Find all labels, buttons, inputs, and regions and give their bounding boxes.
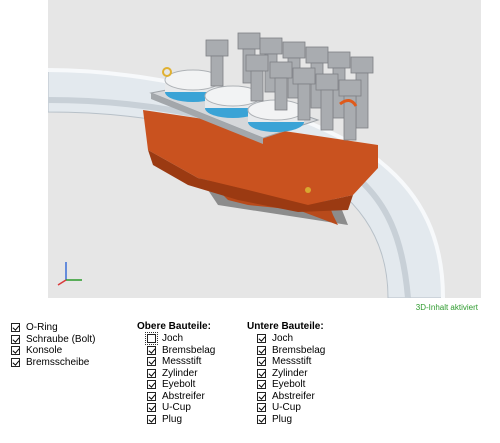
- lower-checkbox[interactable]: [257, 334, 266, 344]
- upper-row[interactable]: Plug: [147, 414, 215, 426]
- upper-checkbox[interactable]: [147, 391, 156, 401]
- upper-checkbox[interactable]: [147, 357, 156, 367]
- main-label: O-Ring: [26, 322, 58, 334]
- brake-model-render: [48, 32, 445, 298]
- upper-row[interactable]: Bremsbelag: [147, 345, 215, 357]
- upper-row[interactable]: U-Cup: [147, 402, 215, 414]
- lower-checkbox[interactable]: [257, 345, 266, 355]
- upper-checkbox[interactable]: [147, 368, 156, 378]
- lower-checkbox[interactable]: [257, 391, 266, 401]
- status-3d-active: 3D-Inhalt aktiviert: [415, 303, 478, 312]
- cylinder-2: [204, 85, 262, 118]
- lower-checkbox[interactable]: [257, 403, 266, 413]
- lower-checkbox[interactable]: [257, 357, 266, 367]
- lower-checkbox[interactable]: [257, 368, 266, 378]
- main-label: Schraube (Bolt): [26, 333, 96, 345]
- upper-label: Abstreifer: [162, 390, 205, 402]
- eyebolt: [339, 99, 358, 107]
- upper-label: U-Cup: [162, 402, 191, 414]
- lower-row[interactable]: Zylinder: [257, 368, 325, 380]
- main-row[interactable]: Konsole: [11, 345, 95, 357]
- lower-row[interactable]: Abstreifer: [257, 391, 325, 403]
- main-row[interactable]: Schraube (Bolt): [11, 334, 95, 346]
- lower-label: Plug: [272, 413, 293, 425]
- upper-label: Eyebolt: [162, 379, 196, 391]
- main-checkbox[interactable]: [11, 323, 20, 333]
- upper-row[interactable]: Zylinder: [147, 368, 215, 380]
- upper-checkbox[interactable]: [147, 403, 156, 413]
- console: [143, 110, 378, 205]
- cylinder-1: [164, 69, 222, 102]
- main-checkbox[interactable]: [11, 357, 20, 367]
- axis-triad: [57, 262, 82, 286]
- upper-row[interactable]: Joch: [145, 332, 215, 346]
- lower-label: Abstreifer: [272, 390, 315, 402]
- upper-row[interactable]: Messstift: [147, 356, 215, 368]
- main-checkbox[interactable]: [11, 346, 20, 356]
- lower-row[interactable]: Joch: [257, 333, 325, 345]
- lower-row[interactable]: U-Cup: [257, 402, 325, 414]
- upper-row[interactable]: Eyebolt: [147, 379, 215, 391]
- upper-checkbox[interactable]: [147, 380, 156, 390]
- upper-label: Bremsbelag: [162, 344, 216, 356]
- lower-label: Eyebolt: [272, 379, 306, 391]
- upper-parts-title: Obere Bauteile:: [137, 321, 211, 332]
- lower-label: Messstift: [272, 356, 312, 368]
- lower-label: Bremsbelag: [272, 344, 326, 356]
- eyebolt: [162, 67, 172, 77]
- upper-label: Messstift: [162, 356, 202, 368]
- upper-checkbox[interactable]: [145, 332, 158, 346]
- upper-checkbox[interactable]: [147, 345, 156, 355]
- main-row[interactable]: O-Ring: [11, 322, 95, 334]
- 3d-viewport[interactable]: [48, 0, 481, 298]
- lower-label: U-Cup: [272, 402, 301, 414]
- lower-checkbox[interactable]: [257, 414, 266, 424]
- lower-row[interactable]: Plug: [257, 414, 325, 426]
- lower-row[interactable]: Messstift: [257, 356, 325, 368]
- main-row[interactable]: Bremsscheibe: [11, 357, 95, 369]
- upper-checkbox[interactable]: [147, 414, 156, 424]
- lower-row[interactable]: Eyebolt: [257, 379, 325, 391]
- upper-label: Plug: [162, 413, 183, 425]
- lower-label: Zylinder: [272, 367, 308, 379]
- main-label: Bremsscheibe: [26, 356, 90, 368]
- upper-label: Joch: [162, 333, 184, 345]
- main-checkbox[interactable]: [11, 334, 20, 344]
- upper-label: Zylinder: [162, 367, 198, 379]
- bolts: [205, 32, 374, 141]
- lower-row[interactable]: Bremsbelag: [257, 345, 325, 357]
- lower-parts-title: Untere Bauteile:: [247, 321, 324, 332]
- lower-label: Joch: [272, 333, 294, 345]
- lower-checkbox[interactable]: [257, 380, 266, 390]
- main-label: Konsole: [26, 345, 63, 357]
- upper-row[interactable]: Abstreifer: [147, 391, 215, 403]
